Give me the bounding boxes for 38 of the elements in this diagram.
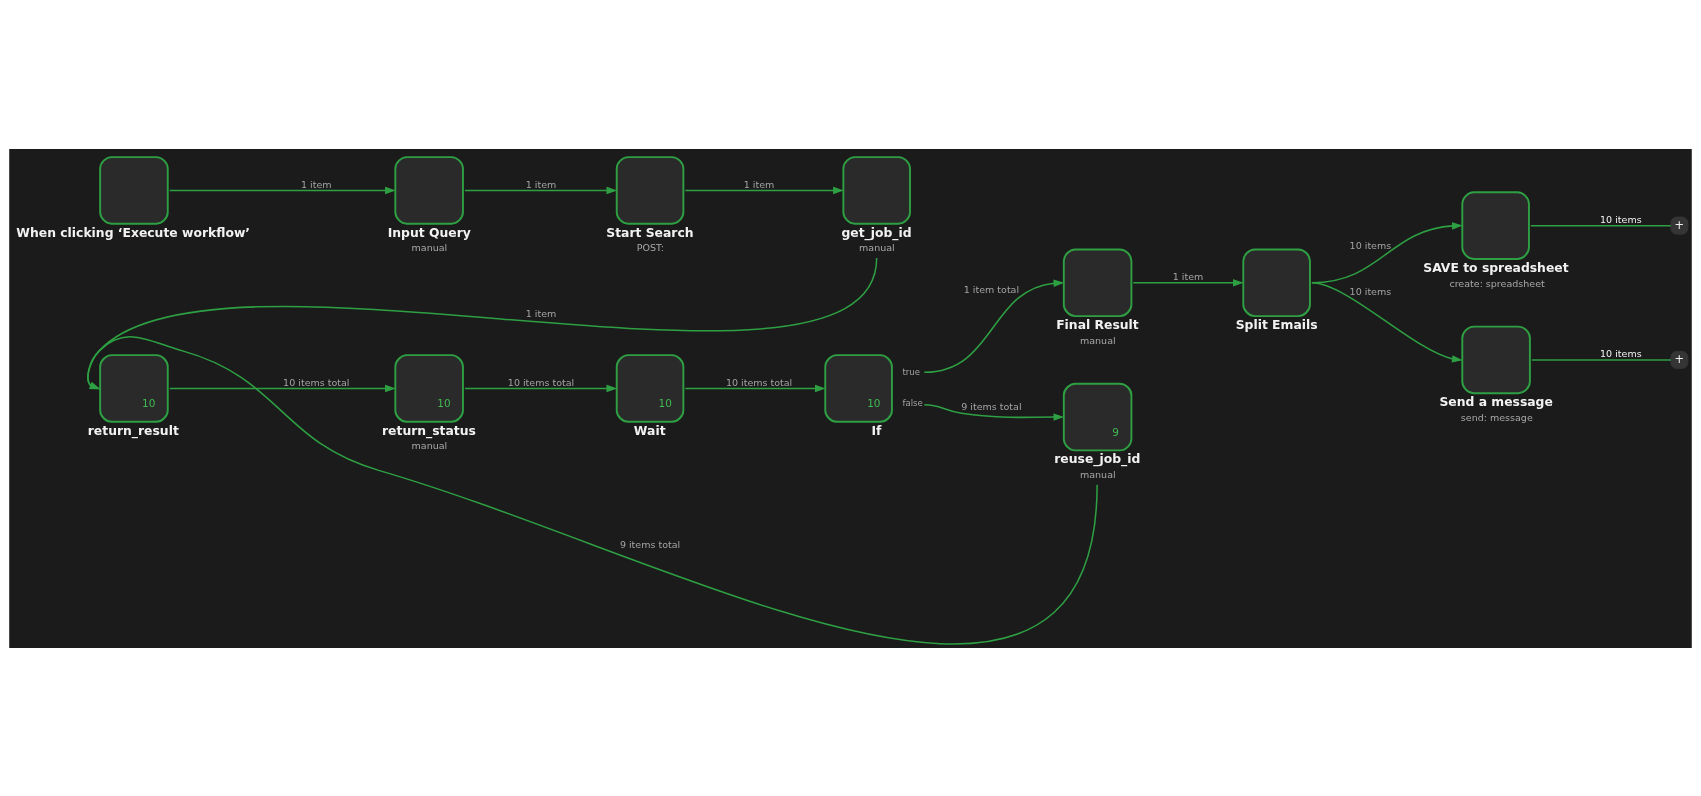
edge-label: 1 item: [525, 178, 557, 190]
node-label: Final Result: [1056, 317, 1139, 332]
edge-label: 10 items total: [507, 376, 575, 388]
edge-label: 10 items: [1600, 347, 1642, 359]
edge-label: 10 items total: [725, 376, 793, 388]
node-label: create: spreadsheet: [1449, 277, 1545, 289]
node-label: Wait: [633, 423, 666, 438]
node-label: manual: [1079, 334, 1116, 346]
edge-label: 10 items: [1349, 285, 1392, 297]
edge-label: 1 item: [1172, 270, 1204, 282]
node-label: POST:: [636, 241, 664, 253]
edge-label: 1 item: [743, 178, 775, 190]
edge-label: 1 item: [301, 178, 332, 190]
node-label: Send a message: [1439, 394, 1553, 409]
node-label: SAVE to spreadsheet: [1423, 260, 1569, 275]
node-label: false: [902, 397, 923, 408]
edge-label: 10 items: [1600, 213, 1642, 225]
node-label: If: [871, 423, 882, 438]
node-label: manual: [859, 241, 895, 253]
node-label: manual: [411, 439, 448, 451]
node-label: manual: [411, 241, 448, 253]
node-label: manual: [1079, 468, 1116, 480]
node-label: send: message: [1460, 411, 1533, 423]
node-label: When clicking ‘Execute workflow’: [16, 225, 251, 240]
node-label: Start Search: [606, 225, 694, 240]
node-label: Input Query: [387, 225, 471, 240]
edge-label: 9 items total: [961, 400, 1022, 412]
node-label: Split Emails: [1235, 317, 1318, 332]
edge-label: 9 items total: [619, 538, 681, 549]
edge-label: 1 item total: [963, 283, 1020, 295]
edge-label: 10 items: [1349, 239, 1392, 251]
edge-label: 1 item: [525, 307, 557, 319]
node-label: reuse_job_id: [1054, 451, 1141, 466]
node-label: true: [902, 366, 920, 377]
node-label: return_result: [87, 423, 179, 438]
node-label: return_status: [382, 423, 476, 438]
edge-label: 10 items total: [283, 376, 350, 388]
node-label: get_job_id: [841, 225, 912, 240]
